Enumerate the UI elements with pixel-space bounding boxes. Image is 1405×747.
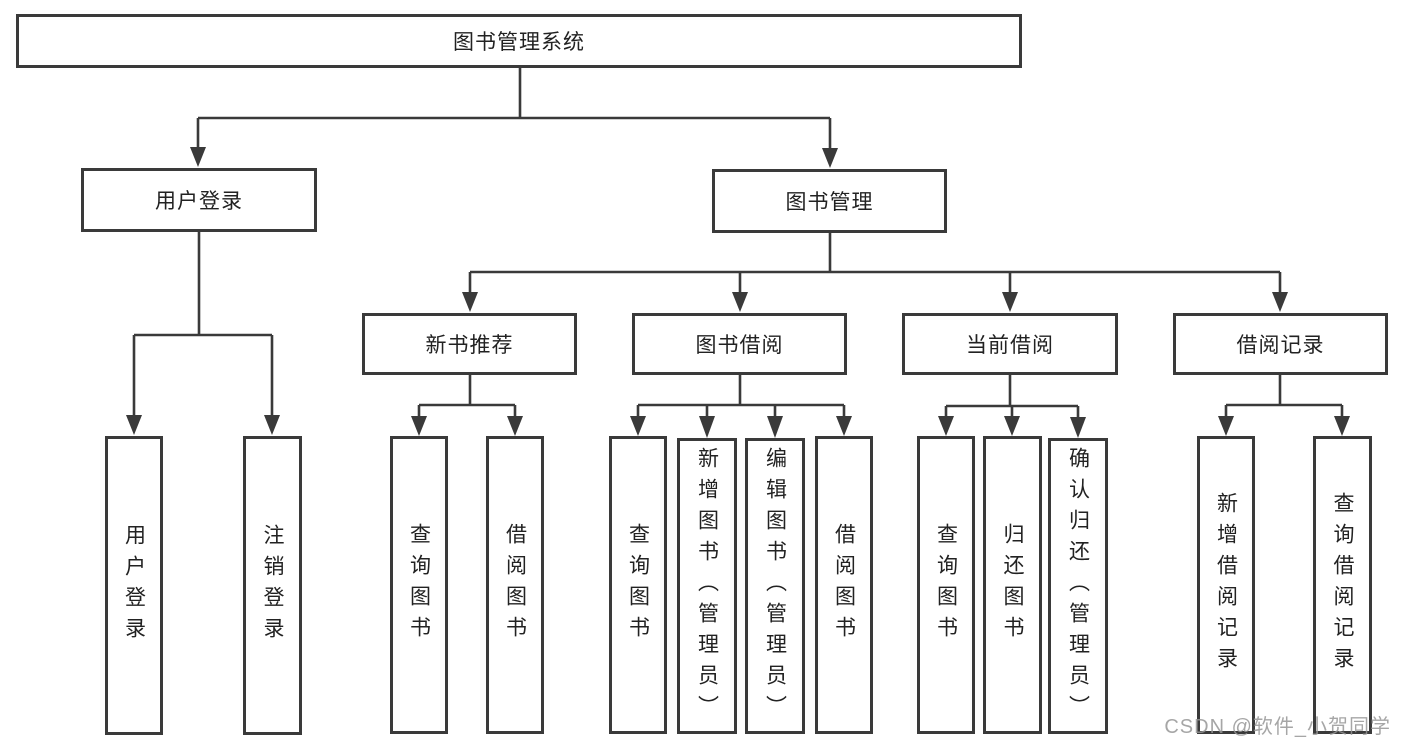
leaf-query-borrow-record-label: 查询借阅记录 xyxy=(1331,492,1354,678)
leaf-logout-label: 注销登录 xyxy=(261,523,284,648)
node-borrowing-records-label: 借阅记录 xyxy=(1236,334,1325,357)
node-borrowing-records: 借阅记录 xyxy=(1173,313,1388,375)
leaf-return-book-label: 归还图书 xyxy=(1001,523,1024,647)
node-new-book-recommend: 新书推荐 xyxy=(362,313,577,375)
leaf-add-book-admin: 新增图书（管理员） xyxy=(677,438,737,734)
node-book-management-label: 图书管理 xyxy=(785,191,874,214)
node-user-login: 用户登录 xyxy=(81,168,317,232)
node-book-borrowing: 图书借阅 xyxy=(632,313,847,375)
leaf-add-book-admin-label: 新增图书（管理员） xyxy=(695,446,719,726)
leaf-query-borrow-record: 查询借阅记录 xyxy=(1313,436,1372,734)
leaf-confirm-return-admin-label: 确认归还（管理员） xyxy=(1066,446,1090,726)
leaf-query-books-current: 查询图书 xyxy=(917,436,975,734)
node-new-book-recommend-label: 新书推荐 xyxy=(425,334,514,357)
leaf-borrow-books-borrowing-label: 借阅图书 xyxy=(832,523,856,647)
leaf-query-books-borrowing: 查询图书 xyxy=(609,436,667,734)
watermark: CSDN @软件_小贺同学 xyxy=(1164,716,1391,738)
leaf-query-books-current-label: 查询图书 xyxy=(934,523,958,647)
leaf-borrow-books-recommend: 借阅图书 xyxy=(486,436,544,734)
leaf-user-login-label: 用户登录 xyxy=(122,523,146,648)
leaf-logout: 注销登录 xyxy=(243,436,302,735)
leaf-return-book: 归还图书 xyxy=(983,436,1042,734)
node-current-borrowing-label: 当前借阅 xyxy=(966,334,1054,357)
node-book-management: 图书管理 xyxy=(712,169,947,233)
leaf-user-login: 用户登录 xyxy=(105,436,163,735)
node-library-system: 图书管理系统 xyxy=(16,14,1022,68)
leaf-edit-book-admin: 编辑图书（管理员） xyxy=(745,438,805,734)
leaf-add-borrow-record-label: 新增借阅记录 xyxy=(1214,492,1238,678)
node-book-borrowing-label: 图书借阅 xyxy=(695,334,784,357)
leaf-query-books-recommend: 查询图书 xyxy=(390,436,448,734)
node-library-system-label: 图书管理系统 xyxy=(453,31,585,54)
leaf-query-books-recommend-label: 查询图书 xyxy=(407,523,431,647)
leaf-confirm-return-admin: 确认归还（管理员） xyxy=(1048,438,1108,734)
node-user-login-label: 用户登录 xyxy=(155,190,243,213)
leaf-add-borrow-record: 新增借阅记录 xyxy=(1197,436,1255,734)
leaf-borrow-books-borrowing: 借阅图书 xyxy=(815,436,873,734)
node-current-borrowing: 当前借阅 xyxy=(902,313,1118,375)
leaf-query-books-borrowing-label: 查询图书 xyxy=(626,523,650,647)
leaf-edit-book-admin-label: 编辑图书（管理员） xyxy=(763,446,787,726)
leaf-borrow-books-recommend-label: 借阅图书 xyxy=(503,523,527,647)
